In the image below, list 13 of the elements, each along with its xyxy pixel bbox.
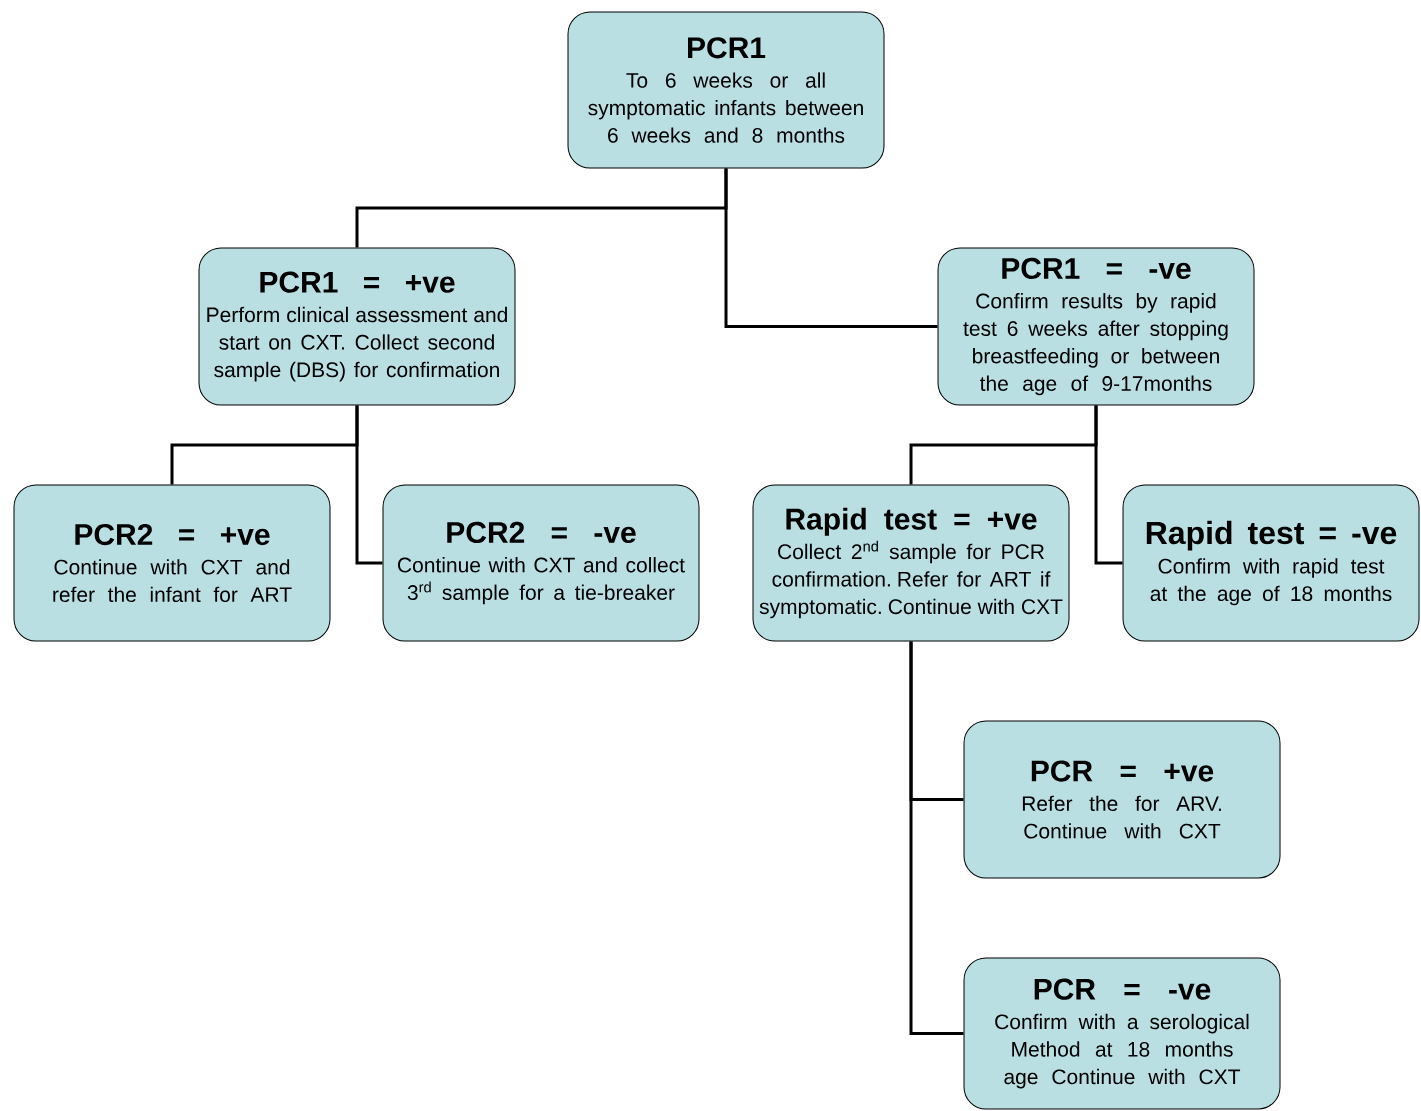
flow-box: PCR2 = -ve Continue with CXT and collect 3$^{rd}$ sample for a tie-breaker — [382, 484, 700, 642]
connector-line — [355, 405, 383, 565]
flow-box: PCR1 To 6 weeks or all symptomatic infants between 6 weeks and 8 months — [567, 11, 885, 169]
flow-box: Rapid test = -ve Confirm with rapid test at the age of 18 months — [1122, 484, 1420, 642]
connector-line — [1094, 405, 1123, 565]
flow-box: Rapid test = +ve Collect 2$^{nd}$ sample for PCR confirmation. Refer for ART if symptomatic. Continue with CXT — [752, 484, 1070, 642]
connector-line — [909, 641, 964, 1035]
connector-line — [724, 168, 938, 328]
flow-box: PCR2 = +ve Continue with CXT and refer the infant for ART — [13, 484, 331, 642]
flow-box: PCR1 = +ve Perform clinical assessment and start on CXT. Collect second sample (DBS) for confirmation — [198, 247, 516, 406]
flow-box: PCR1 = -ve Confirm results by rapid test 6 weeks after stopping breastfeeding or between the age of 9-17months — [937, 247, 1255, 406]
flow-box: PCR = -ve Confirm with a serological Method at 18 months age Continue with CXT — [963, 957, 1281, 1110]
flow-box: PCR = +ve Refer the for ARV. Continue with CXT — [963, 720, 1281, 879]
